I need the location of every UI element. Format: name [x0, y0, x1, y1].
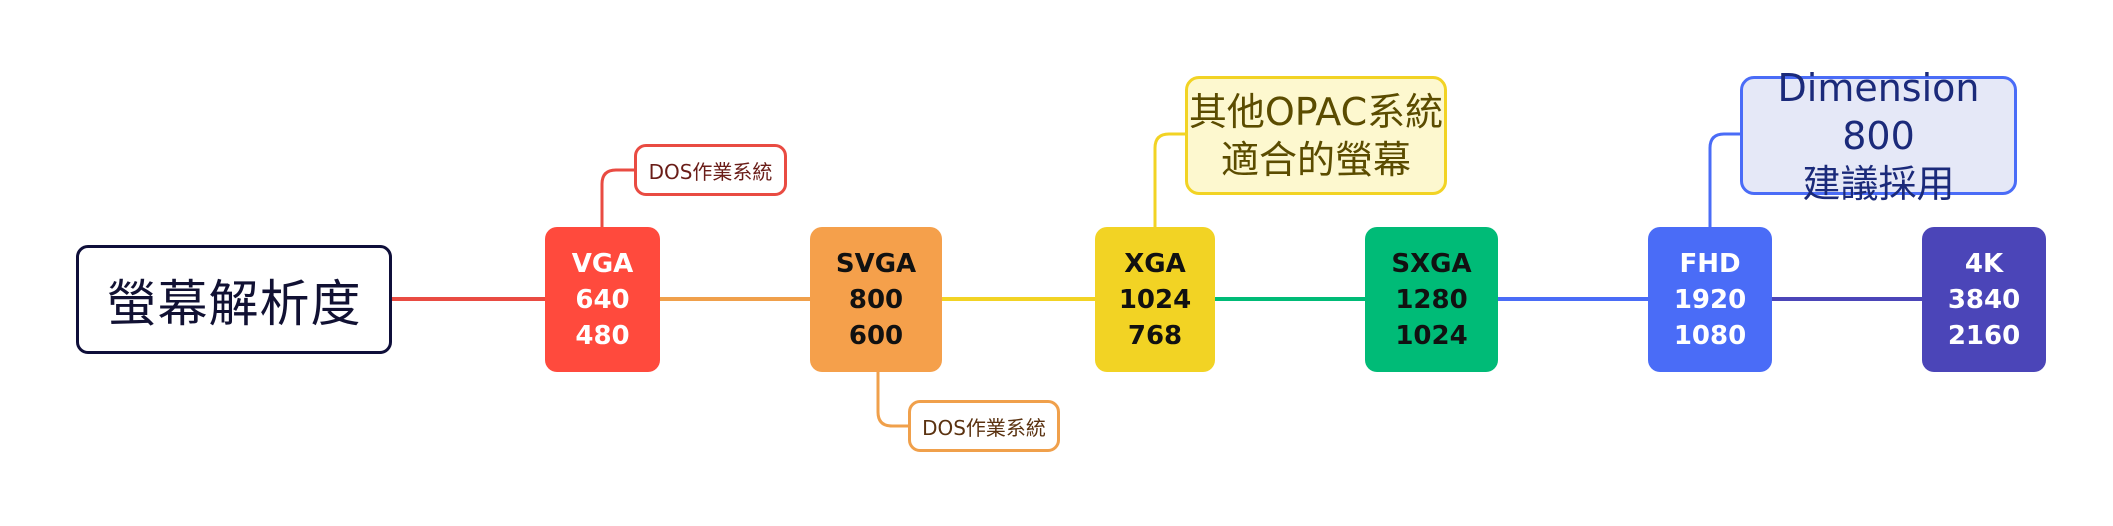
note-xga-line1: 其他OPAC系統 [1188, 89, 1444, 134]
node-sxga-height: 1024 [1395, 320, 1468, 351]
node-4k[interactable]: 4K 3840 2160 [1922, 227, 2046, 372]
node-sxga-width: 1280 [1395, 284, 1468, 315]
root-topic-label: 螢幕解析度 [106, 274, 362, 333]
node-vga[interactable]: VGA 640 480 [545, 227, 660, 372]
note-svga[interactable]: DOS作業系統 [908, 400, 1060, 452]
node-xga-height: 768 [1127, 320, 1183, 351]
node-svga-name: SVGA [835, 248, 917, 279]
note-vga-text: DOS作業系統 [648, 159, 773, 184]
node-4k-height: 2160 [1947, 320, 2021, 351]
connector-fhd-note [1708, 132, 1740, 227]
node-fhd-name: FHD [1679, 248, 1741, 279]
node-xga[interactable]: XGA 1024 768 [1095, 227, 1215, 372]
node-svga-width: 800 [848, 284, 904, 315]
note-xga-line2: 適合的螢幕 [1220, 137, 1411, 182]
note-svga-text: DOS作業系統 [922, 415, 1046, 440]
node-vga-name: VGA [571, 248, 634, 279]
node-fhd[interactable]: FHD 1920 1080 [1648, 227, 1772, 372]
node-4k-name: 4K [1964, 248, 2004, 279]
node-xga-width: 1024 [1118, 284, 1192, 315]
root-topic[interactable]: 螢幕解析度 [76, 245, 392, 354]
node-svga-height: 600 [848, 320, 904, 351]
node-fhd-height: 1080 [1673, 320, 1747, 351]
node-sxga[interactable]: SXGA 1280 1024 [1365, 227, 1498, 372]
node-xga-name: XGA [1124, 248, 1186, 279]
note-fhd[interactable]: Dimension 800 建議採用 [1740, 66, 2017, 206]
note-fhd-line2: 建議採用 [1802, 161, 1955, 206]
node-vga-width: 640 [575, 284, 630, 315]
node-sxga-name: SXGA [1391, 248, 1472, 279]
node-vga-height: 480 [575, 320, 630, 351]
connector-vga-note [600, 168, 634, 227]
note-vga[interactable]: DOS作業系統 [634, 144, 787, 196]
node-svga[interactable]: SVGA 800 600 [810, 227, 942, 372]
node-fhd-width: 1920 [1673, 284, 1747, 315]
connector-xga-note [1153, 132, 1185, 227]
node-4k-width: 3840 [1947, 284, 2021, 315]
note-xga[interactable]: 其他OPAC系統 適合的螢幕 [1185, 76, 1447, 195]
note-fhd-line1: Dimension 800 [1777, 65, 1980, 158]
connector-svga-note [876, 372, 908, 428]
